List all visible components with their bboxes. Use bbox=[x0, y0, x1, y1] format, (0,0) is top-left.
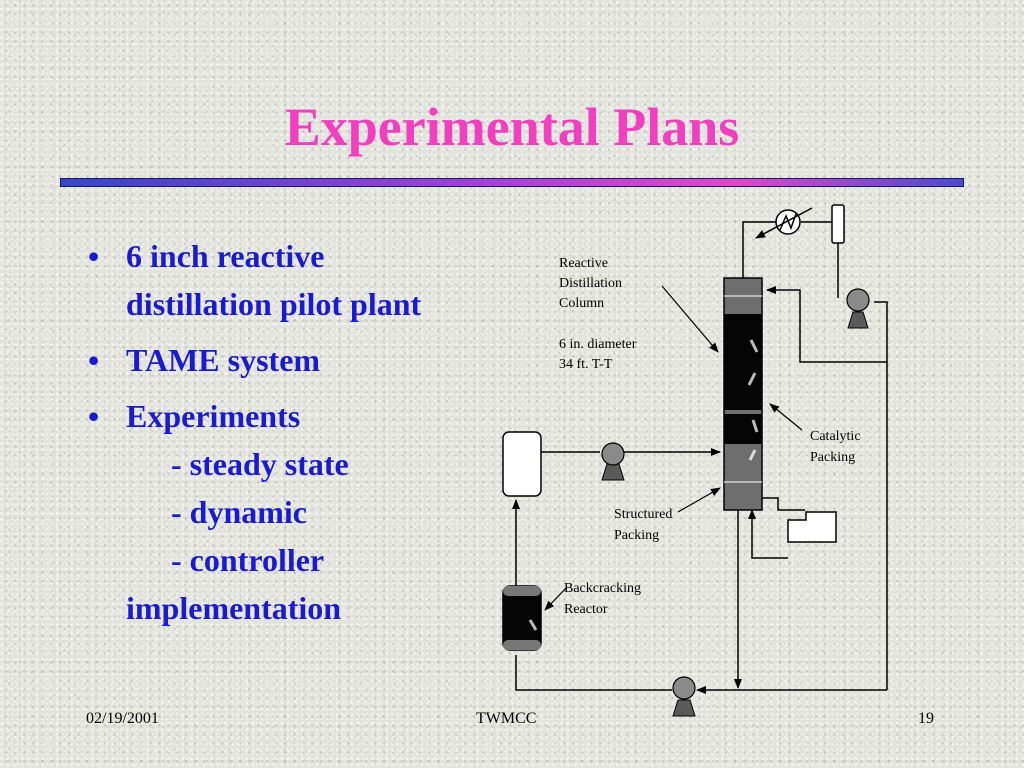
reflux-drum bbox=[831, 204, 845, 244]
backcracking-reactor bbox=[502, 585, 542, 651]
column-label: Reactive Distillation Column bbox=[559, 256, 626, 311]
bullet-text: TAME system bbox=[126, 342, 321, 378]
catalyst-mark bbox=[747, 372, 757, 386]
column-pointer bbox=[661, 285, 719, 353]
bullet-dot-icon: • bbox=[88, 398, 100, 434]
catalyst-mark bbox=[748, 449, 757, 461]
bullet-text: 6 inch reactive bbox=[126, 238, 325, 274]
structured-pointer bbox=[677, 487, 721, 513]
reflux-line bbox=[766, 243, 888, 363]
title-underline-bar bbox=[60, 178, 964, 187]
bullet-text: distillation pilot plant bbox=[126, 286, 422, 322]
bullet-item-tame: • TAME system bbox=[88, 336, 508, 384]
structured-packing-label: Structured Packing bbox=[614, 507, 676, 543]
bottoms-line bbox=[515, 362, 888, 694]
bottoms-pump-icon bbox=[672, 676, 696, 717]
feed-vessel bbox=[502, 431, 542, 497]
slide-title: Experimental Plans bbox=[284, 97, 740, 157]
footer-page-number: 19 bbox=[918, 710, 934, 727]
sub-item-continuation: implementation bbox=[126, 590, 342, 626]
reflux-pump-icon bbox=[846, 288, 870, 329]
sub-item: - dynamic bbox=[171, 494, 307, 530]
bullet-item-pilot-plant: • 6 inch reactive distillation pilot pla… bbox=[88, 232, 508, 328]
bullet-list: • 6 inch reactive distillation pilot pla… bbox=[88, 232, 508, 640]
catalyst-mark bbox=[749, 339, 759, 353]
distillation-column bbox=[723, 277, 763, 511]
catalytic-packing-label: Catalytic Packing bbox=[810, 429, 864, 465]
bullet-dot-icon: • bbox=[88, 238, 100, 274]
footer-date: 02/19/2001 bbox=[86, 710, 159, 727]
backcracking-reactor-label: Backcracking Reactor bbox=[564, 581, 644, 617]
reactor-pointer bbox=[544, 587, 567, 611]
overhead-line bbox=[742, 221, 832, 278]
sub-item: - steady state bbox=[171, 446, 349, 482]
feed-pump-icon bbox=[601, 442, 625, 481]
condenser-icon bbox=[755, 207, 813, 239]
footer-center: TWMCC bbox=[476, 710, 537, 727]
catalyst-mark bbox=[751, 419, 759, 433]
bullet-dot-icon: • bbox=[88, 342, 100, 378]
bullet-text: Experiments bbox=[126, 398, 301, 434]
column-specs-label: 6 in. diameter 34 ft. T-T bbox=[559, 337, 640, 372]
catalytic-pointer bbox=[769, 403, 803, 431]
reboiler-icon bbox=[748, 497, 837, 559]
sub-item: - controller bbox=[171, 542, 325, 578]
bullet-item-experiments: • Experiments - steady state - dynamic -… bbox=[88, 392, 508, 632]
